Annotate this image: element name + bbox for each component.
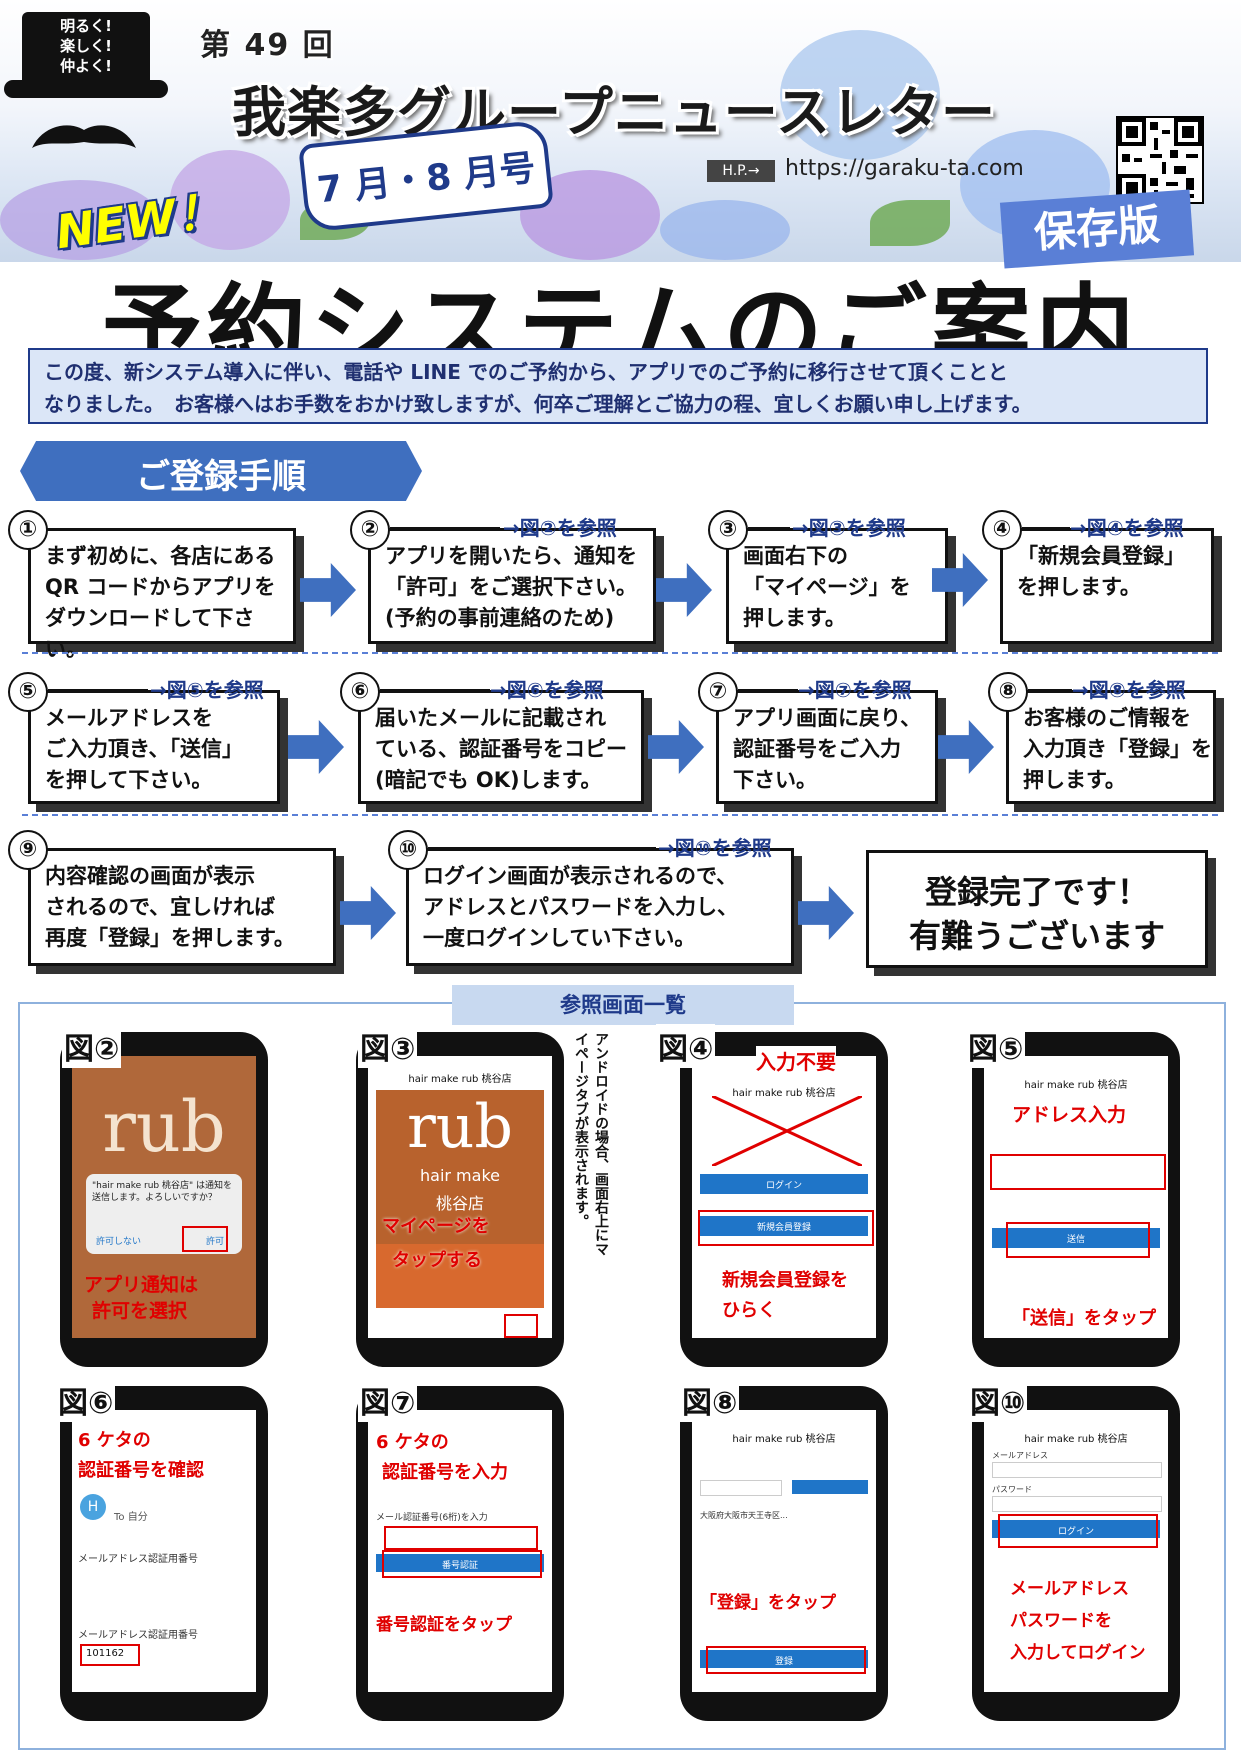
step-number-5: ⑤	[8, 672, 48, 712]
hat-icon	[22, 12, 150, 84]
phone-fig-7: 6 ケタの 認証番号を入力 メール認証番号(6桁)を入力 番号認証 番号認証をタ…	[356, 1386, 564, 1721]
step-box-2: アプリを開いたら、通知を 「許可」をご選択下さい。 (予約の事前連絡のため)	[368, 528, 656, 644]
section-banner: ご登録手順	[20, 441, 422, 501]
fig-label-4: 図④	[656, 1024, 716, 1068]
intro-box: この度、新システム導入に伴い、電話や LINE でのご予約から、アプリでのご予約…	[28, 348, 1208, 424]
permission-dialog: "hair make rub 桃谷店" は通知を送信します。よろしいですか？ 許…	[86, 1174, 242, 1254]
cross-icon	[712, 1096, 862, 1166]
step-number-7: ⑦	[698, 672, 738, 712]
step-box-10: ログイン画面が表示されるので、 アドレスとパスワードを入力し、 一度ログインして…	[406, 848, 794, 966]
flower-decoration	[170, 150, 290, 250]
step-ref-3: →図③を参照	[792, 516, 906, 540]
step-number-8: ⑧	[988, 672, 1028, 712]
section-title: ご登録手順	[136, 457, 306, 497]
fig-label-8: 図⑧	[680, 1378, 740, 1422]
intro-line-2: なりました。 お客様へはお手数をおかけ致しますが、何卒ご理解とご協力の程、宜しく…	[44, 392, 1032, 416]
send-button[interactable]: 送信	[1066, 1235, 1085, 1245]
step-ref-8: →図⑧を参照	[1072, 678, 1186, 702]
flower-decoration	[0, 180, 160, 260]
phone-fig-8: hair make rub 桃谷店 大阪府大阪市天王寺区... 「登録」をタップ…	[680, 1386, 888, 1721]
qr-code-icon	[1116, 116, 1204, 204]
mustache-icon	[32, 125, 136, 148]
arrow-right-icon	[300, 563, 356, 617]
arrow-right-icon	[656, 563, 712, 617]
step-ref-7: →図⑦を参照	[798, 678, 912, 702]
divider	[22, 652, 1218, 654]
step-box-1: まず初めに、各店にある QR コードからアプリを ダウンロードして下さい。	[28, 528, 296, 661]
flower-decoration	[660, 200, 790, 260]
mascot-text: 明るく! 楽しく! 仲よく!	[60, 17, 112, 75]
fig-label-7: 図⑦	[358, 1378, 418, 1422]
phone-fig-5: hair make rub 桃谷店 アドレス入力 送信 「送信」をタップ	[972, 1032, 1180, 1367]
email-input[interactable]	[992, 1462, 1162, 1478]
divider	[22, 814, 1218, 816]
step-box-5: メールアドレスを ご入力頂き、「送信」 を押して下さい。	[28, 690, 280, 804]
allow-button[interactable]: 許可	[206, 1237, 225, 1247]
phone-fig-6: 6 ケタの 認証番号を確認 H To 自分 メールアドレス認証用番号 メールアド…	[60, 1386, 268, 1721]
hp-label: H.P.→	[707, 160, 775, 182]
step-number-2: ②	[350, 510, 390, 550]
login-button[interactable]: ログイン	[765, 1181, 802, 1191]
enroll-button[interactable]: 登録	[774, 1657, 793, 1667]
fig-label-10: 図⑩	[968, 1378, 1028, 1422]
step-box-9: 内容確認の画面が表示 されるので、宜しければ 再度「登録」を押します。	[28, 848, 336, 966]
no-input-note: 入力不要	[756, 1046, 836, 1075]
fig-label-3: 図③	[358, 1024, 418, 1068]
deny-button[interactable]: 許可しない	[96, 1237, 142, 1247]
arrow-right-icon	[798, 886, 854, 940]
step-box-8: お客様のご情報を 入力頂き「登録」を 押します。	[1006, 690, 1216, 804]
arrow-right-icon	[938, 720, 994, 774]
step-number-10: ⑩	[388, 830, 428, 870]
android-note: アンドロイドの場合、画面右上にマイページタブが表示されます。	[573, 1032, 609, 1256]
email-field[interactable]	[990, 1154, 1166, 1190]
complete-line-1: 登録完了です！	[924, 873, 1149, 911]
step-box-7: アプリ画面に戻り、 認証番号をご入力 下さい。	[716, 690, 938, 804]
complete-box: 登録完了です！ 有難うございます	[866, 850, 1208, 968]
avatar: H	[80, 1494, 106, 1520]
phone-fig-3: hair make rub 桃谷店 rub hair make 桃谷店 マイペー…	[356, 1032, 564, 1367]
intro-line-1: この度、新システム導入に伴い、電話や LINE でのご予約から、アプリでのご予約…	[44, 360, 1008, 384]
verify-button[interactable]: 番号認証	[441, 1561, 478, 1571]
arrow-right-icon	[648, 720, 704, 774]
phone-fig-4: hair make rub 桃谷店 ログイン 新規会員登録 新規会員登録を ひら…	[680, 1032, 888, 1367]
newsletter-title: 我楽多グループニュースレター	[232, 81, 997, 144]
fig-label-6: 図⑥	[56, 1378, 116, 1422]
complete-line-2: 有難うございます	[908, 917, 1165, 955]
code-input[interactable]	[384, 1526, 538, 1550]
fig-label-2: 図②	[62, 1024, 122, 1068]
mascot: 明るく! 楽しく! 仲よく!	[0, 0, 170, 175]
phone-fig-2: rub hair make "hair make rub 桃谷店" は通知を送信…	[60, 1032, 268, 1367]
step-number-9: ⑨	[8, 830, 48, 870]
verification-code: 101162	[86, 1648, 125, 1659]
leaf-decoration	[870, 200, 950, 246]
step-box-3: 画面右下の 「マイページ」を 押します。	[726, 528, 948, 644]
step-ref-5: →図⑤を参照	[150, 678, 264, 702]
step-number-3: ③	[708, 510, 748, 550]
step-number-6: ⑥	[340, 672, 380, 712]
flower-decoration	[780, 30, 940, 160]
issue-number: 第 49 回	[200, 28, 335, 63]
step-ref-6: →図⑥を参照	[490, 678, 604, 702]
website-url[interactable]: https://garaku-ta.com	[785, 156, 1024, 181]
fig-label-5: 図⑤	[966, 1024, 1026, 1068]
step-box-4: 「新規会員登録」 を押します。	[1000, 528, 1214, 644]
arrow-right-icon	[288, 720, 344, 774]
step-box-6: 届いたメールに記載され ている、認証番号をコピー (暗記でも OK)します。	[358, 690, 644, 804]
step-number-4: ④	[982, 510, 1022, 550]
step-ref-10: →図⑩を参照	[658, 836, 772, 860]
step-ref-2: →図②を参照	[503, 516, 617, 540]
phone-fig-10: hair make rub 桃谷店 メールアドレス パスワード ログイン メール…	[972, 1386, 1180, 1721]
register-button[interactable]: 新規会員登録	[756, 1223, 811, 1233]
step-number-1: ①	[8, 510, 48, 550]
arrow-right-icon	[340, 886, 396, 940]
reference-heading: 参照画面一覧	[452, 985, 794, 1025]
login-button[interactable]: ログイン	[1057, 1527, 1094, 1537]
password-input[interactable]	[992, 1496, 1162, 1512]
step-ref-4: →図④を参照	[1070, 516, 1184, 540]
